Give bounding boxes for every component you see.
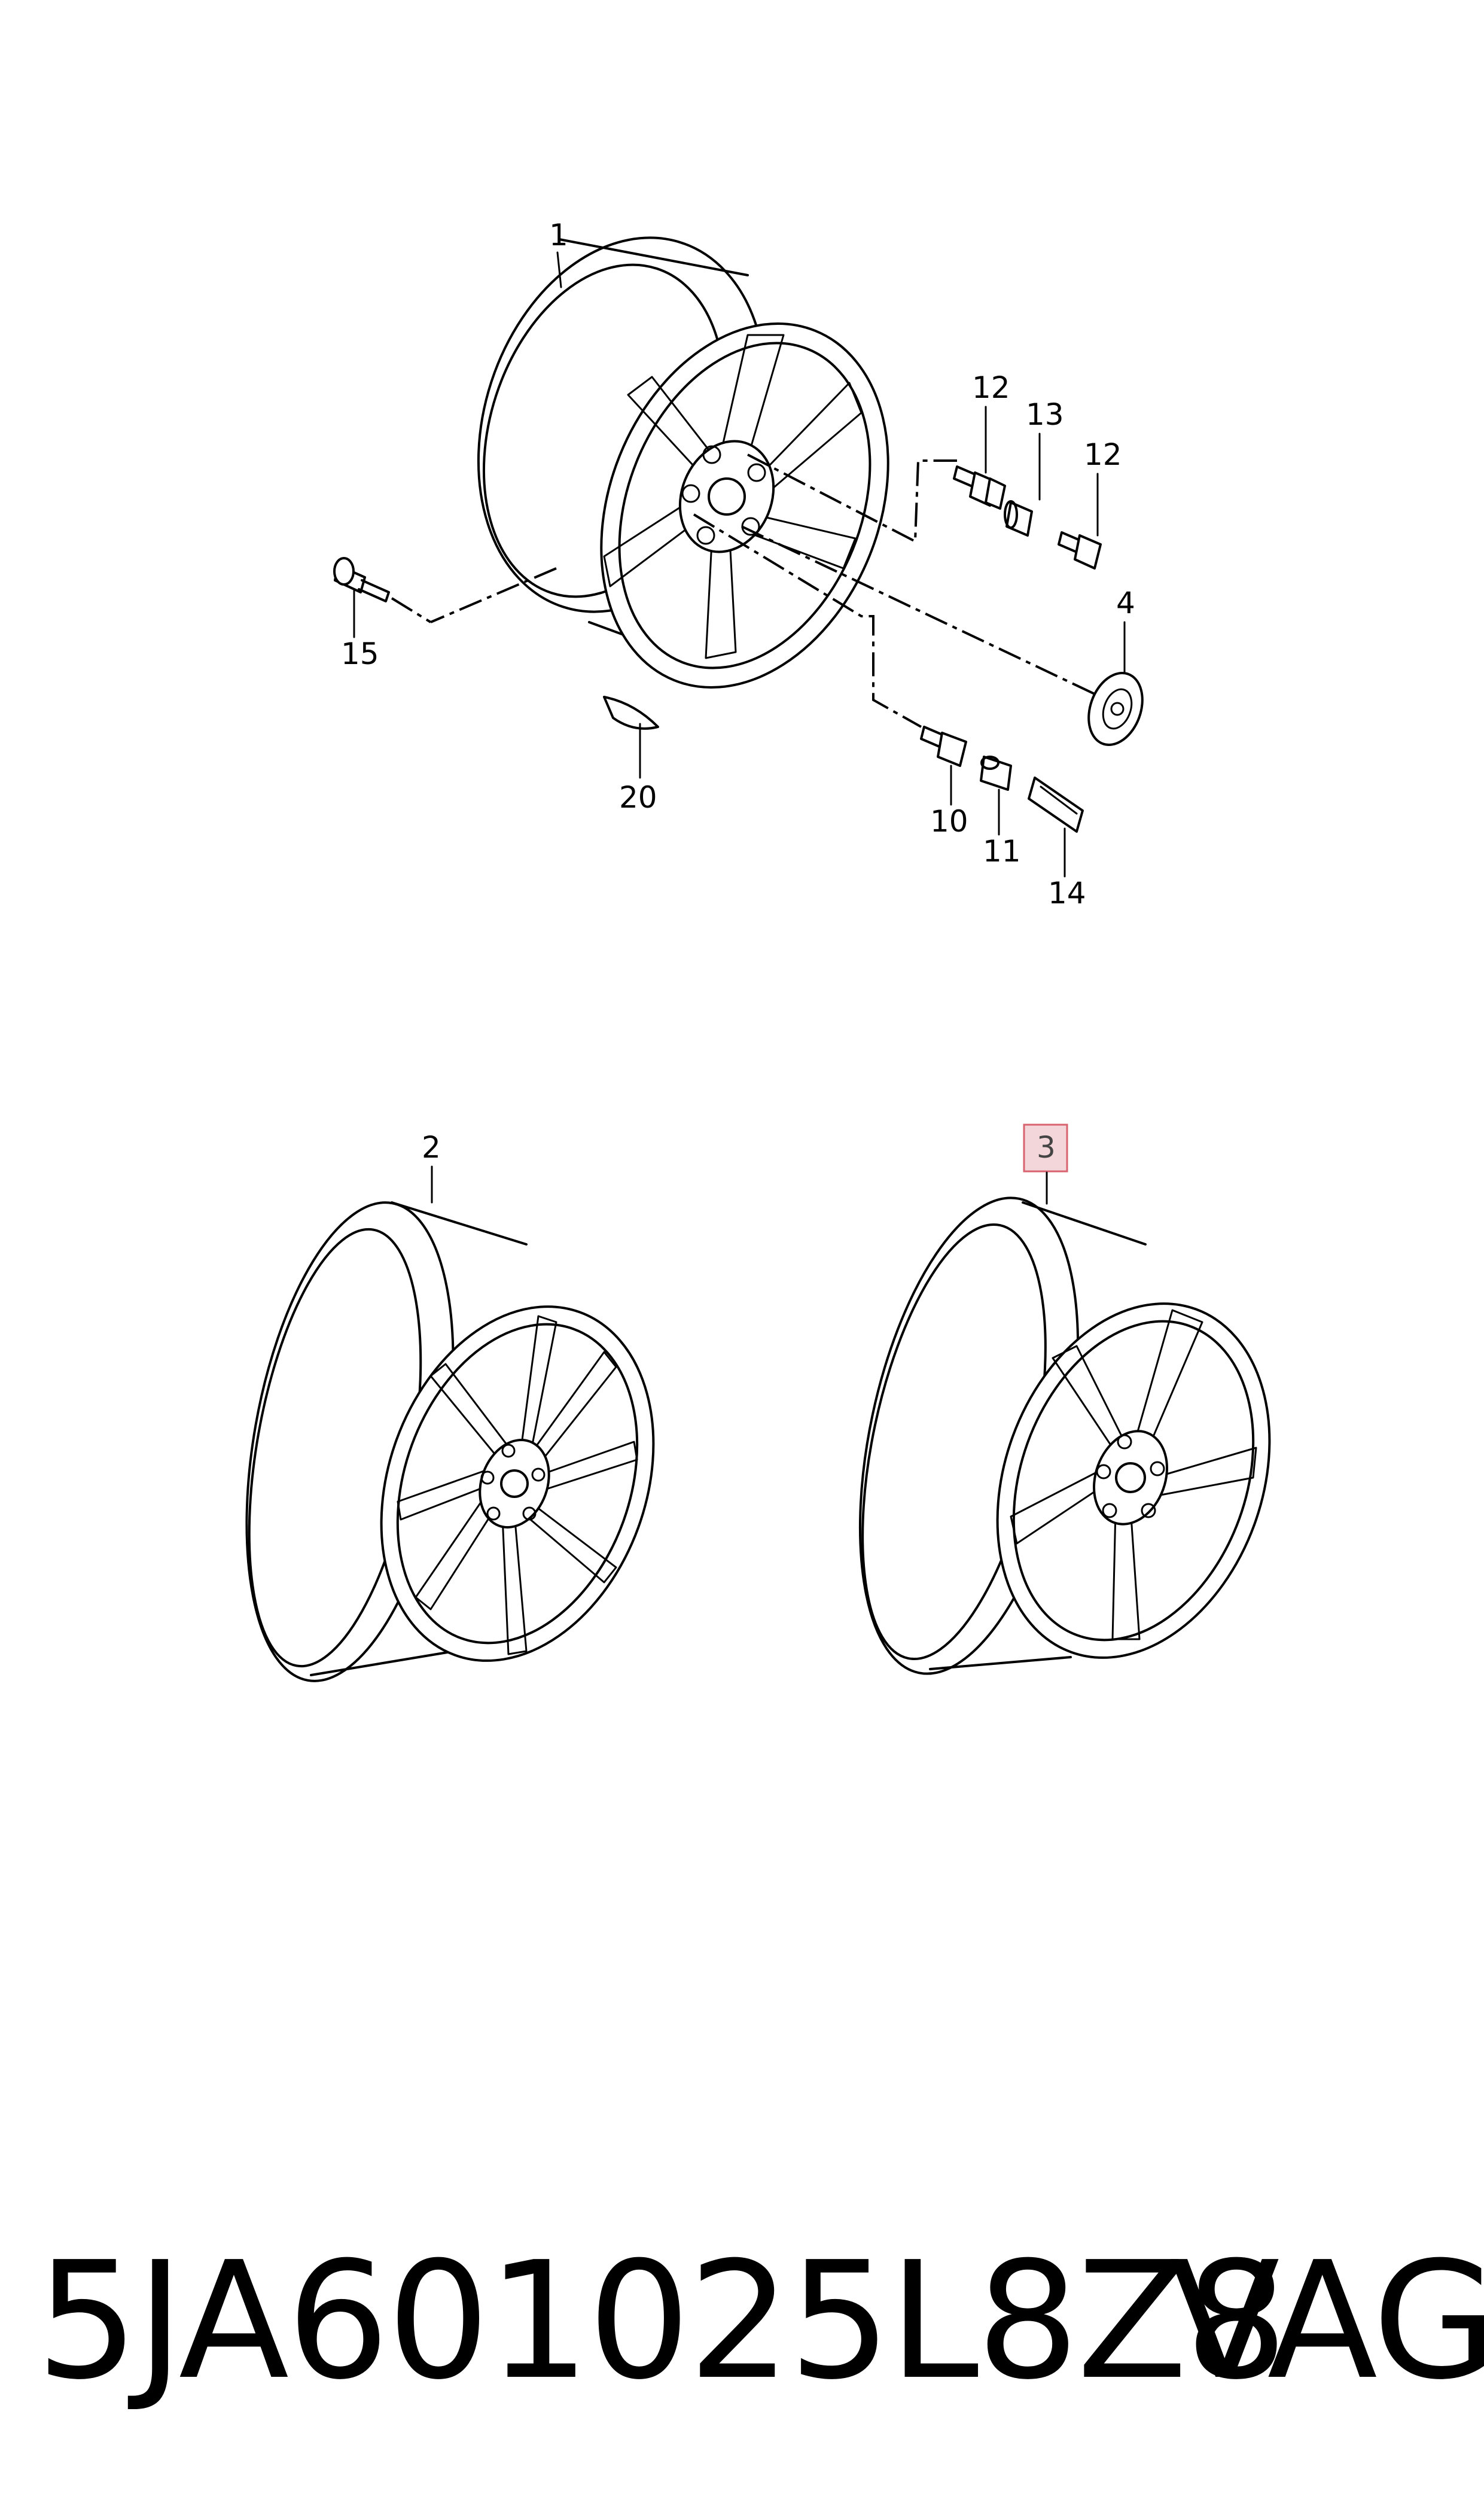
part-10-bolt[interactable] (920, 726, 967, 767)
callout-13: 13 (1026, 397, 1064, 432)
brand-name: VAG (1169, 2227, 1484, 2415)
part-12-bolt[interactable] (953, 465, 1006, 510)
callout-12a: 12 (972, 370, 1010, 405)
wheel-2[interactable] (214, 1186, 700, 1699)
callout-3-highlight[interactable]: 3 (1023, 1123, 1068, 1173)
callout-11: 11 (983, 834, 1021, 869)
part-15-valve[interactable] (333, 557, 390, 602)
callout-15: 15 (341, 637, 379, 671)
callout-12b: 12 (1084, 437, 1122, 472)
part-11-cap[interactable] (980, 756, 1012, 791)
wheel-1[interactable] (432, 200, 940, 731)
wheel-3[interactable] (822, 1179, 1317, 1697)
part-13-cap[interactable] (1004, 500, 1033, 537)
callout-14: 14 (1048, 876, 1086, 911)
callout-2: 2 (422, 1130, 441, 1165)
part-12-bolt-right[interactable] (1058, 531, 1102, 570)
footer: 5JA601025L8Z8 VAG (0, 2231, 1484, 2411)
callout-1: 1 (549, 218, 568, 252)
part-14-tool[interactable] (1028, 777, 1084, 833)
callout-3: 3 (1037, 1130, 1056, 1165)
part-number: 5JA601025L8Z8 (36, 2227, 1288, 2415)
callout-4: 4 (1116, 586, 1135, 620)
part-4-hub-cap[interactable] (1079, 665, 1151, 752)
callout-20: 20 (619, 780, 657, 815)
callout-10: 10 (930, 804, 968, 839)
callout-3-box (1023, 1123, 1068, 1173)
part-20-weight[interactable] (603, 696, 659, 730)
